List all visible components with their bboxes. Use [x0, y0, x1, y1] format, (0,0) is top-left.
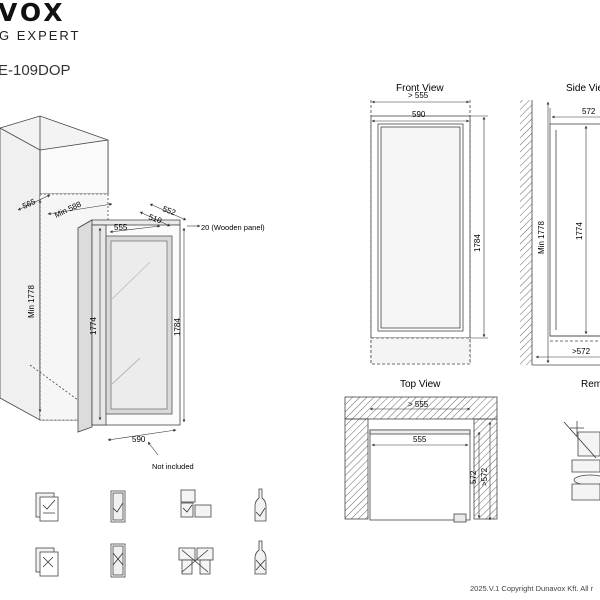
side-view-title: Side Vie [566, 83, 600, 94]
isometric-view [0, 115, 181, 433]
dim-min-1778-iso: Min 1778 [27, 285, 36, 318]
not-included-label: Not included [152, 462, 194, 471]
front-dim-1784: 1784 [473, 234, 482, 252]
brand-subtitle: G EXPERT [0, 28, 81, 43]
dim-510: 510 [147, 212, 163, 225]
top-view [344, 396, 498, 523]
stacked-boxes-check-icon [180, 489, 212, 518]
appliance-cross-icon [110, 543, 126, 578]
side-dim-1774: 1774 [575, 222, 584, 240]
front-view-title: Front View [396, 83, 444, 94]
front-dim-590: 590 [412, 110, 426, 119]
side-dim-572: 572 [582, 107, 596, 116]
top-dim-572: 572 [469, 470, 478, 484]
top-dim-572-outer: >572 [480, 467, 489, 486]
front-dim-555: > 555 [408, 91, 429, 100]
dim-552: 552 [161, 204, 177, 217]
dim-1774-iso: 1774 [89, 317, 98, 335]
side-view [520, 100, 600, 366]
dim-590-iso: 590 [132, 435, 146, 444]
dim-555: 555 [114, 223, 128, 232]
brand-logo: VOX [0, 0, 66, 27]
dim-1784-iso: 1784 [173, 318, 182, 336]
manual-cross-icon [35, 547, 59, 577]
top-view-title: Top View [400, 379, 441, 390]
remove-view-title: Rem [581, 379, 600, 390]
stacked-boxes-cross-icon [178, 547, 214, 575]
side-dim-min-1778: Min 1778 [537, 221, 546, 254]
pictograms [35, 488, 267, 578]
bottle-check-icon [254, 488, 267, 522]
copyright-notice: 2025.V.1 Copyright Dunavox Kft. All r [470, 584, 594, 593]
manual-check-icon [35, 492, 59, 522]
top-dim-555-inner: 555 [413, 435, 427, 444]
dim-wooden-panel: 20 (Wooden panel) [201, 223, 265, 232]
leveling-foot-icon [563, 421, 600, 501]
model-number: E-109DOP [0, 62, 71, 79]
bottle-cross-icon [254, 540, 267, 575]
appliance-check-icon [110, 490, 126, 523]
top-dim-555: > 555 [408, 400, 429, 409]
front-view [370, 100, 471, 365]
side-dim-572-bottom: >572 [572, 347, 591, 356]
